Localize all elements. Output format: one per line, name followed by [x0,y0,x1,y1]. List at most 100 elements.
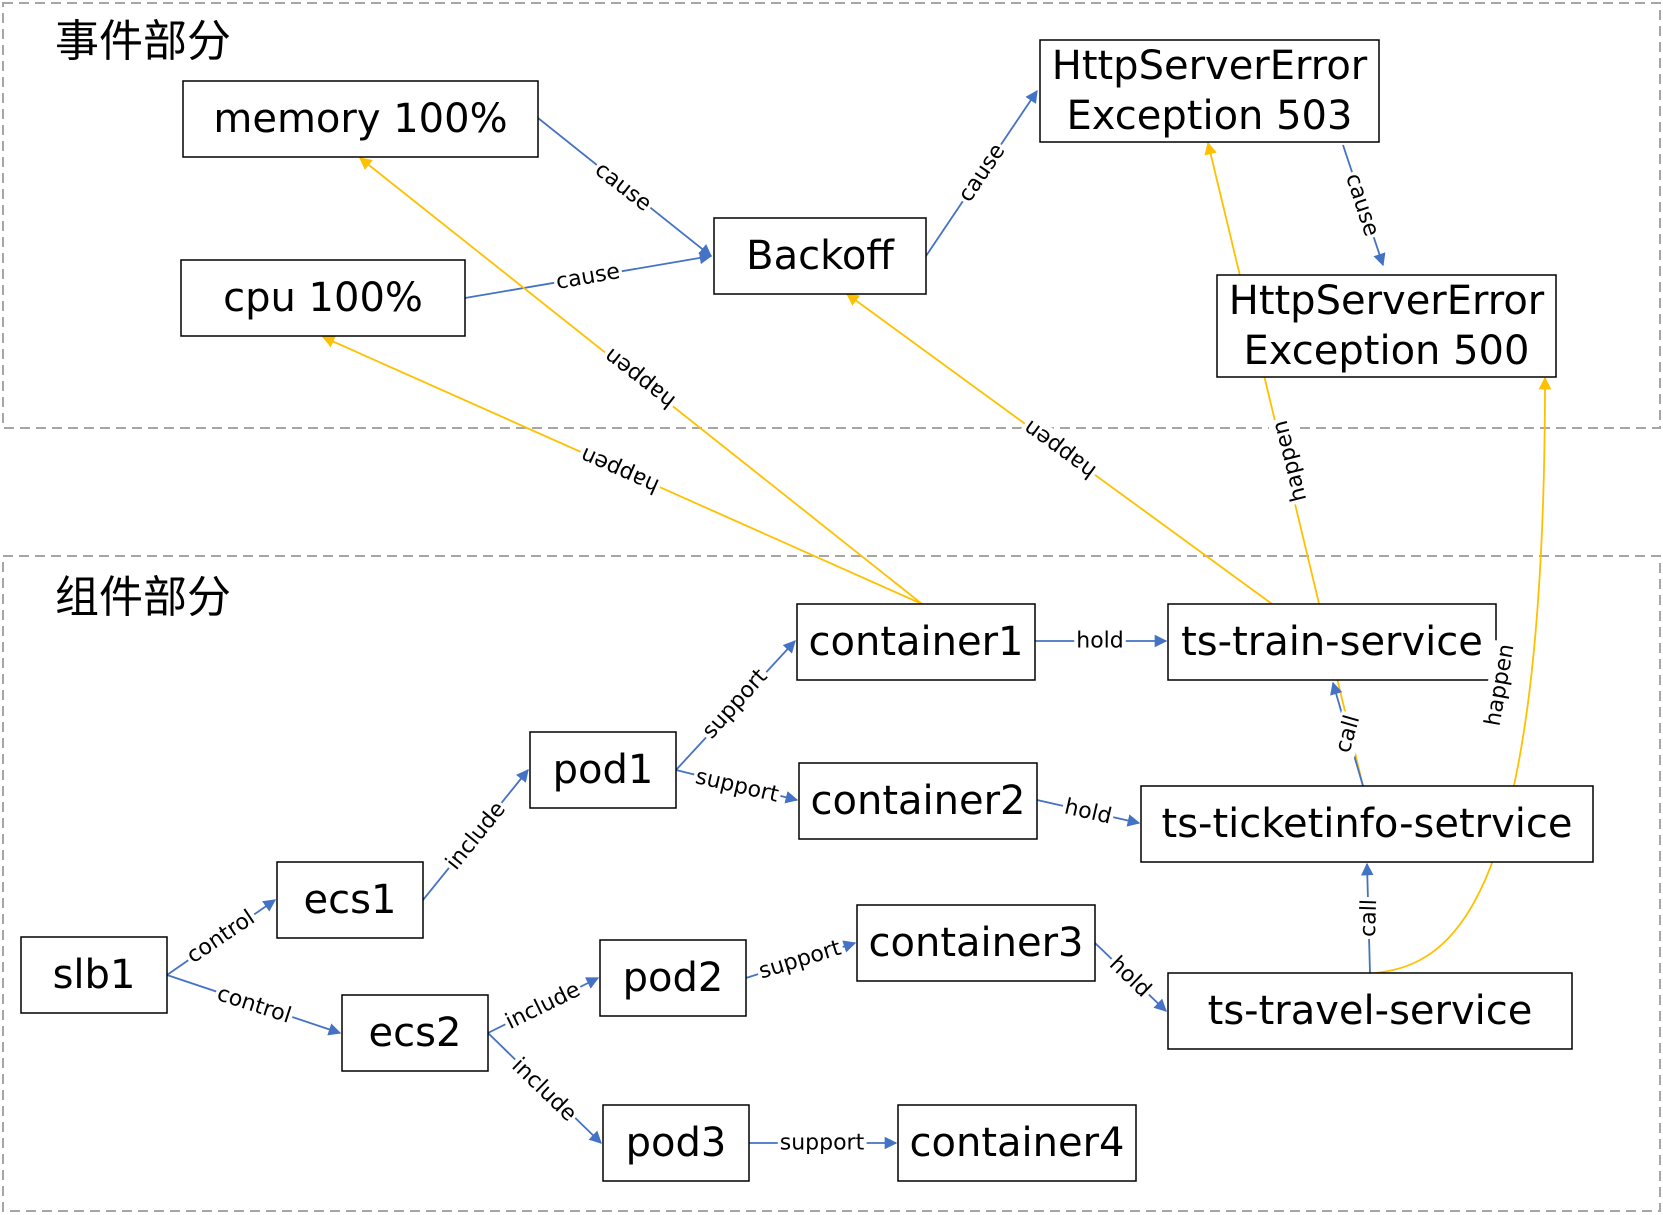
node-label-container4: container4 [910,1120,1125,1166]
edge-label-group-ecs2-pod3: include [505,1051,583,1129]
edge-label-group-container1-cpu: happen [575,440,665,500]
node-box-container4 [897,1104,1137,1182]
node-box-backoff [713,217,927,295]
node-container2: container2 [798,762,1038,840]
edge-label-bg-memory-backoff [588,156,658,218]
edge-label-bg-pod1-container1 [696,662,775,746]
edge-label-bg-ticketinfo-err503 [1267,415,1313,507]
edge-label-group-cpu-backoff: cause [552,258,624,296]
node-label-err503-2: Exception 503 [1067,93,1353,139]
edge-label-group-slb1-ecs2: control [211,980,297,1030]
node-label-ecs2: ecs2 [369,1010,462,1056]
edge-label-travel-ticketinfo: call [1356,899,1382,938]
edge-label-bg-ticketinfo-train [1330,710,1366,758]
edge-label-ecs1-pod1: include [441,797,511,875]
node-label-ecs1: ecs1 [304,877,397,923]
node-container3: container3 [856,904,1096,982]
node-cpu: cpu 100% [180,259,466,337]
edge-label-memory-backoff: cause [590,157,656,216]
node-label-ticketinfo: ts-ticketinfo-setrvice [1162,801,1573,847]
node-label-err500-2: Exception 500 [1244,328,1530,374]
node-box-container3 [856,904,1096,982]
node-container4: container4 [897,1104,1137,1182]
node-ecs2: ecs2 [341,994,489,1072]
edge-label-group-pod1-container1: support [696,662,775,746]
node-label-err500-1: HttpServerError [1229,278,1545,324]
edge-label-pod1-container1: support [697,664,772,744]
node-label-container3: container3 [869,920,1084,966]
edge-label-group-ticketinfo-train: call [1330,710,1366,758]
node-box-train [1167,603,1497,681]
edge-label-group-travel-ticketinfo: call [1355,896,1383,940]
edge-travel-err500 [1374,376,1552,974]
edge-label-group-slb1-ecs1: control [180,904,262,970]
node-box-slb1 [20,936,168,1014]
node-box-err503 [1039,39,1380,143]
edge-label-bg-container1-cpu [575,440,665,500]
edge-label-pod2-container3: support [756,936,844,985]
edge-label-container1-train: hold [1076,629,1123,654]
node-container1: container1 [796,603,1036,681]
node-memory: memory 100% [182,80,539,158]
node-label-pod1: pod1 [553,747,654,793]
edge-label-bg-slb1-ecs1 [180,904,262,970]
component-region [2,555,1661,1212]
edge-label-bg-container1-memory [598,341,682,415]
node-backoff: Backoff [713,217,927,295]
node-label-container1: container1 [809,619,1024,665]
edge-label-bg-pod2-container3 [754,935,847,985]
edge-label-train-backoff: happen [1019,415,1101,484]
edge-label-bg-cpu-backoff [552,258,624,296]
node-label-err503-1: HttpServerError [1052,43,1368,89]
edge-label-bg-ecs1-pod1 [439,795,513,877]
edge-label-bg-container1-train [1074,628,1126,654]
edge-label-bg-ecs2-pod2 [499,976,587,1036]
edge-label-bg-pod3-container4 [777,1130,867,1156]
edge-label-bg-container3-travel [1102,950,1158,1004]
edge-label-container1-memory: happen [600,343,681,414]
edge-label-group-backoff-err503: cause [952,137,1012,209]
edge-label-group-ecs1-pod1: include [439,795,513,877]
edge-label-pod1-container2: support [693,764,781,807]
edge-label-container1-cpu: happen [577,442,663,499]
edge-label-group-ecs2-pod2: include [499,976,587,1036]
node-label-cpu: cpu 100% [223,275,423,321]
edge-label-bg-err503-err500 [1339,168,1385,242]
edge-label-group-memory-backoff: cause [588,156,658,218]
node-label-travel: ts-travel-service [1208,988,1533,1034]
node-ecs1: ecs1 [276,861,424,939]
node-box-container2 [798,762,1038,840]
node-label-backoff: Backoff [746,233,895,279]
node-box-pod3 [602,1104,750,1182]
edge-label-bg-pod1-container2 [691,763,784,809]
edge-label-backoff-err503: cause [954,139,1011,206]
node-pod1: pod1 [529,731,677,809]
node-train: ts-train-service [1167,603,1497,681]
node-label-container2: container2 [811,778,1026,824]
node-box-ecs1 [276,861,424,939]
node-box-err500 [1216,274,1557,378]
edge-label-cpu-backoff: cause [554,259,622,295]
node-travel: ts-travel-service [1167,972,1573,1050]
edge-label-bg-ecs2-pod3 [505,1051,583,1129]
edge-label-ticketinfo-train: call [1331,712,1365,755]
edge-label-bg-travel-err500 [1480,640,1520,730]
node-box-ticketinfo [1140,785,1594,863]
node-slb1: slb1 [20,936,168,1014]
edge-label-ticketinfo-err503: happen [1268,418,1312,504]
edge-label-bg-slb1-ecs2 [211,980,297,1030]
node-box-ecs2 [341,994,489,1072]
event-region-title: 事件部分 [55,16,231,67]
edge-label-slb1-ecs1: control [182,905,259,968]
edge-label-bg-travel-ticketinfo [1355,896,1383,940]
edge-label-group-container2-ticketinfo: hold [1060,794,1116,830]
edge-label-group-pod1-container2: support [691,763,784,809]
node-box-pod2 [599,939,747,1017]
node-label-pod3: pod3 [626,1120,727,1166]
edge-label-group-pod2-container3: support [754,935,847,985]
edge-label-ecs2-pod2: include [502,977,585,1034]
component-region-title: 组件部分 [55,572,231,623]
